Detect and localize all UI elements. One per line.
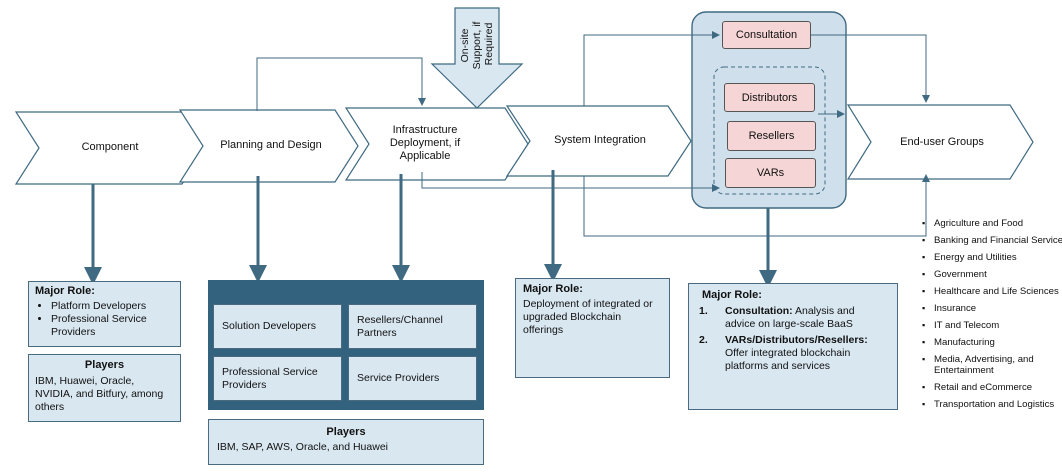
planning-players-box: Players IBM, SAP, AWS, Oracle, and Huawe…	[208, 419, 484, 465]
planning-box-service-providers: Service Providers	[348, 356, 477, 401]
planning-players-text: IBM, SAP, AWS, Oracle, and Huawei	[217, 441, 388, 453]
stage-label-enduser: End-user Groups	[900, 136, 984, 148]
channel-role-title: Major Role:	[702, 289, 762, 301]
vars-box: VARs	[725, 158, 816, 188]
stage-chevron-integration	[505, 105, 692, 177]
stage-label-component: Component	[81, 141, 139, 153]
component-role-title: Major Role:	[35, 285, 95, 297]
connector-infra-vars	[421, 172, 720, 192]
component-players-box: Players IBM, Huawei, Oracle, NVIDIA, and…	[28, 354, 181, 422]
component-players-title: Players	[84, 359, 125, 371]
stage-label-integration: System Integration	[554, 134, 646, 146]
stage-chevron-infrastructure	[344, 107, 529, 181]
channel-role-box: Major Role: 1. Consultation: Analysis an…	[688, 283, 898, 410]
planning-box-resellers-partners: Resellers/Channel Partners	[348, 304, 477, 349]
stage-chevron-enduser	[846, 104, 1034, 180]
component-role-item: Platform Developers	[51, 300, 174, 313]
planning-players-title: Players	[326, 426, 366, 438]
integration-role-box: Major Role: Deployment of integrated or …	[515, 278, 670, 378]
connector-consultation-enduser	[811, 34, 930, 103]
component-players-text: IBM, Huawei, Oracle, NVIDIA, and Bitfury…	[35, 375, 164, 413]
enduser-group-item: Media, Advertising, and Entertainment	[922, 354, 1062, 377]
channel-role-item: 2. VARs/Distributors/Resellers: Offer in…	[699, 334, 887, 373]
stage-chevron-planning	[178, 109, 359, 183]
connector-planning-infra	[256, 57, 426, 111]
channel-role-bold: Consultation:	[725, 305, 793, 317]
enduser-group-item: Transportation and Logistics	[922, 399, 1062, 411]
connector-integration-enduser	[583, 174, 930, 237]
component-role-item: Professional Service Providers	[51, 313, 174, 339]
channel-role-number: 1.	[699, 305, 708, 317]
channel-role-item: 1. Consultation: Analysis and advice on …	[699, 305, 887, 331]
integration-role-text: Deployment of integrated or upgraded Blo…	[523, 298, 653, 336]
consultation-box: Consultation	[722, 21, 811, 49]
channel-role-text: Offer integrated blockchain platforms an…	[725, 347, 851, 372]
integration-role-title: Major Role:	[523, 283, 583, 295]
resellers-box: Resellers	[727, 121, 816, 151]
enduser-group-item: Retail and eCommerce	[922, 382, 1062, 394]
enduser-group-item: Government	[922, 269, 1062, 281]
channel-role-text: Analysis and advice on large-scale BaaS	[725, 305, 855, 330]
channel-role-number: 2.	[699, 334, 708, 346]
stage-label-infrastructure: Infrastructure Deployment, if Applicable	[389, 124, 461, 162]
stage-label-planning: Planning and Design	[220, 139, 322, 151]
enduser-group-item: Insurance	[922, 303, 1062, 315]
enduser-group-item: Energy and Utilities	[922, 252, 1062, 264]
planning-box-solution-developers: Solution Developers	[213, 304, 342, 349]
distributors-box: Distributors	[724, 83, 815, 112]
channel-role-list: 1. Consultation: Analysis and advice on …	[699, 305, 887, 373]
onsite-support-arrow	[430, 7, 524, 109]
planning-box-professional-services: Professional Service Providers	[213, 356, 342, 401]
enduser-group-item: Healthcare and Life Sciences	[922, 286, 1062, 298]
enduser-groups-list: Agriculture and Food Banking and Financi…	[920, 218, 1062, 416]
channel-dashed-group	[713, 66, 826, 195]
enduser-group-item: Manufacturing	[922, 337, 1062, 349]
component-role-box: Major Role: Platform Developers Professi…	[28, 281, 181, 347]
enduser-group-item: IT and Telecom	[922, 320, 1062, 332]
enduser-group-item: Banking and Financial Services	[922, 235, 1062, 247]
enduser-group-item: Agriculture and Food	[922, 218, 1062, 230]
onsite-label: On-site Support, if Required	[459, 19, 495, 70]
channel-role-bold: VARs/Distributors/Resellers:	[725, 334, 868, 346]
connector-integration-consultation	[583, 31, 720, 106]
